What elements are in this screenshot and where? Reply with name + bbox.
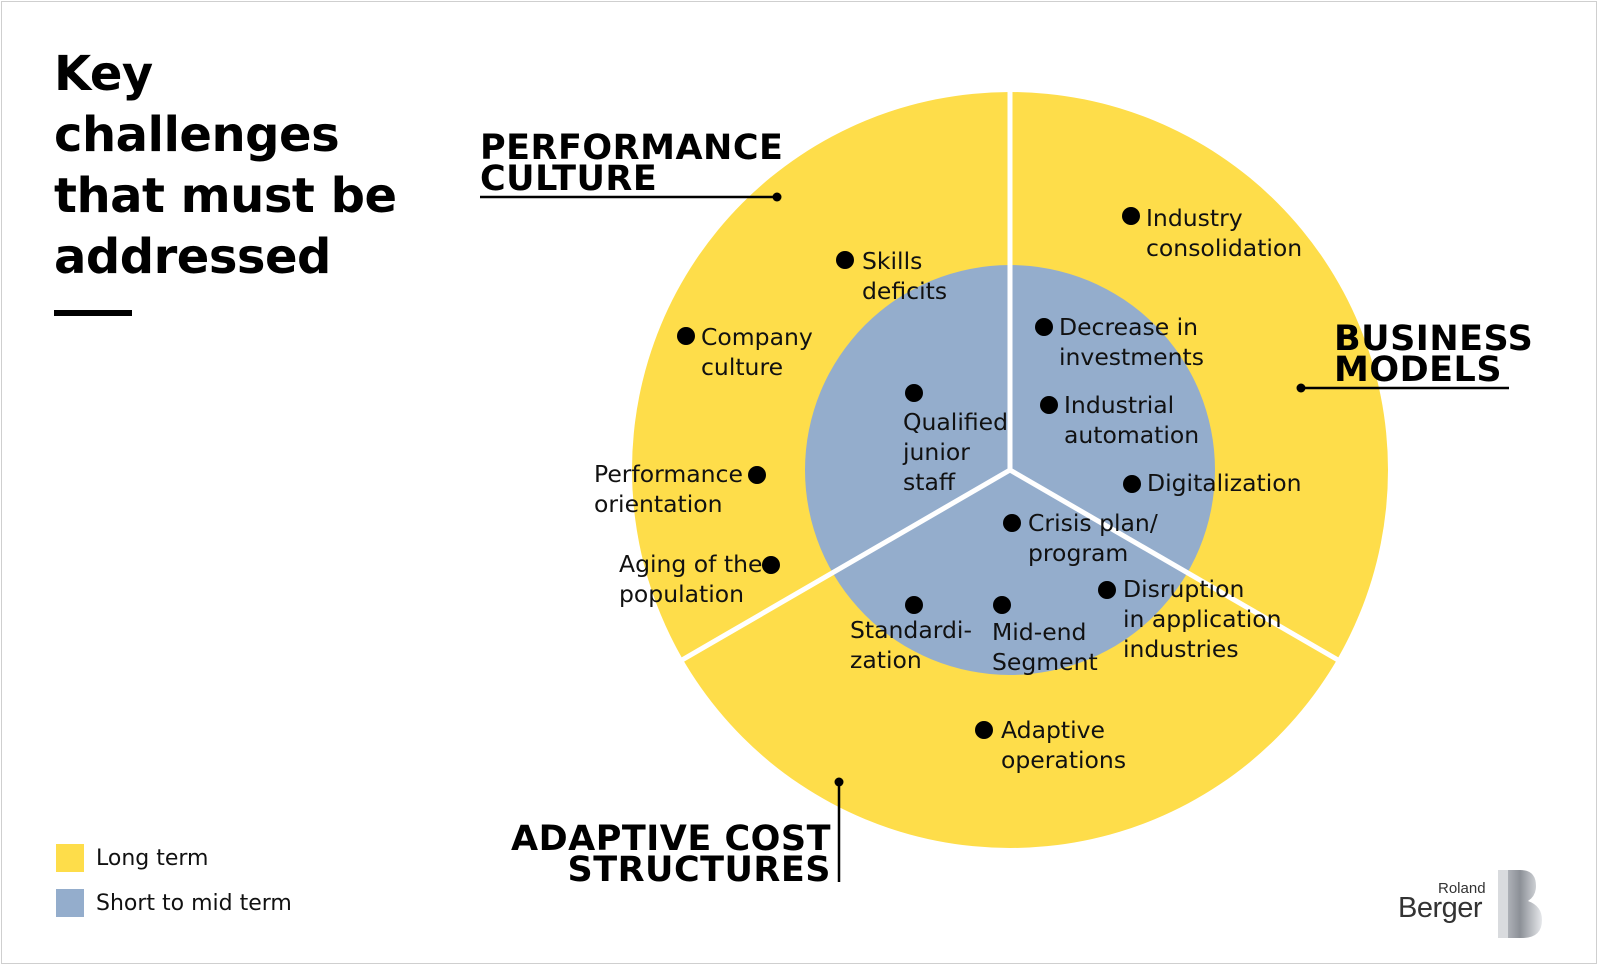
item-performance-orientation: Performance orientation (594, 460, 766, 518)
section-title-line: CULTURE (480, 159, 657, 199)
callout-dot (772, 192, 782, 202)
item-label: industries (1123, 635, 1239, 663)
section-title-line: ADAPTIVE COST (511, 819, 831, 859)
item-label: zation (850, 646, 922, 674)
bullet-dot (762, 556, 780, 574)
slide-title: Key challenges that must be addressed (54, 46, 397, 285)
roland-berger-logo: Roland Berger (1390, 868, 1550, 948)
item-label: population (619, 580, 744, 608)
item-label: Decrease in (1059, 313, 1198, 341)
item-label: Digitalization (1147, 469, 1302, 497)
item-digitalization: Digitalization (1123, 469, 1302, 497)
item-label: Crisis plan/ (1028, 509, 1158, 537)
bullet-dot (1123, 475, 1141, 493)
item-label: orientation (594, 490, 723, 518)
section-title-line: STRUCTURES (567, 850, 831, 890)
bullet-dot (1040, 396, 1058, 414)
item-label: automation (1064, 421, 1199, 449)
item-industrial-automation: Industrial automation (1040, 391, 1199, 449)
divider-lower-right (1008, 467, 1340, 663)
item-label: Qualified (903, 408, 1008, 436)
item-label: in application (1123, 605, 1282, 633)
bullet-dot (836, 251, 854, 269)
section-performance-culture: PERFORMANCE CULTURE (480, 128, 783, 202)
legend-swatch-short-term (56, 889, 84, 917)
section-adaptive-cost-structures: ADAPTIVE COST STRUCTURES (511, 777, 844, 890)
item-industry-consolidation: Industry consolidation (1122, 204, 1302, 262)
legend-label: Short to mid term (96, 891, 292, 916)
bullet-dot (905, 596, 923, 614)
bullet-dot (993, 596, 1011, 614)
item-label: staff (903, 468, 956, 496)
legend-swatch-long-term (56, 844, 84, 872)
legend-item-short-term: Short to mid term (56, 889, 316, 919)
item-label: Company (701, 323, 813, 351)
brand-b-mark-icon (1498, 870, 1542, 938)
item-label: Mid-end (992, 618, 1086, 646)
item-adaptive-operations: Adaptive operations (975, 716, 1126, 774)
brand-small-text: Roland (1438, 880, 1486, 897)
bullet-dot (1098, 581, 1116, 599)
item-skills-deficits: Skills deficits (836, 247, 947, 305)
bullet-dot (748, 466, 766, 484)
item-label: Performance (594, 460, 743, 488)
item-label: junior (902, 438, 970, 466)
item-mid-end-segment: Mid-end Segment (992, 596, 1098, 676)
item-label: Industrial (1064, 391, 1174, 419)
item-decrease-investments: Decrease in investments (1035, 313, 1204, 371)
callout-dot (834, 777, 844, 787)
bullet-dot (1003, 514, 1021, 532)
title-underline (54, 310, 132, 316)
item-label: program (1028, 539, 1128, 567)
item-label: Aging of the (619, 550, 763, 578)
section-title-line: PERFORMANCE (480, 128, 783, 168)
item-label: consolidation (1146, 234, 1302, 262)
item-label: Standardi- (850, 616, 972, 644)
legend-label: Long term (96, 846, 209, 871)
callout-dot (1296, 383, 1306, 393)
section-business-models: BUSINESS MODELS (1296, 319, 1533, 393)
bullet-dot (677, 327, 695, 345)
legend-item-long-term: Long term (56, 844, 316, 874)
bullet-dot (1122, 207, 1140, 225)
item-label: Segment (992, 648, 1098, 676)
item-qualified-junior-staff: Qualified junior staff (902, 384, 1008, 496)
brand-big-text: Berger (1398, 892, 1483, 924)
item-standardization: Standardi- zation (850, 596, 972, 674)
bullet-dot (905, 384, 923, 402)
item-aging-population: Aging of the population (619, 550, 780, 608)
item-label: Disruption (1123, 575, 1244, 603)
item-label: deficits (862, 277, 947, 305)
item-label: investments (1059, 343, 1204, 371)
item-label: Skills (862, 247, 922, 275)
item-label: Adaptive (1001, 716, 1105, 744)
item-disruption: Disruption in application industries (1098, 575, 1282, 663)
divider-lower-left (680, 467, 1012, 663)
item-crisis-plan: Crisis plan/ program (1003, 509, 1158, 567)
section-title-line: MODELS (1334, 350, 1502, 390)
item-label: Industry (1146, 204, 1243, 232)
item-company-culture: Company culture (677, 323, 813, 381)
section-title-line: BUSINESS (1334, 319, 1533, 359)
bullet-dot (975, 721, 993, 739)
bullet-dot (1035, 318, 1053, 336)
item-label: operations (1001, 746, 1126, 774)
item-label: culture (701, 353, 783, 381)
